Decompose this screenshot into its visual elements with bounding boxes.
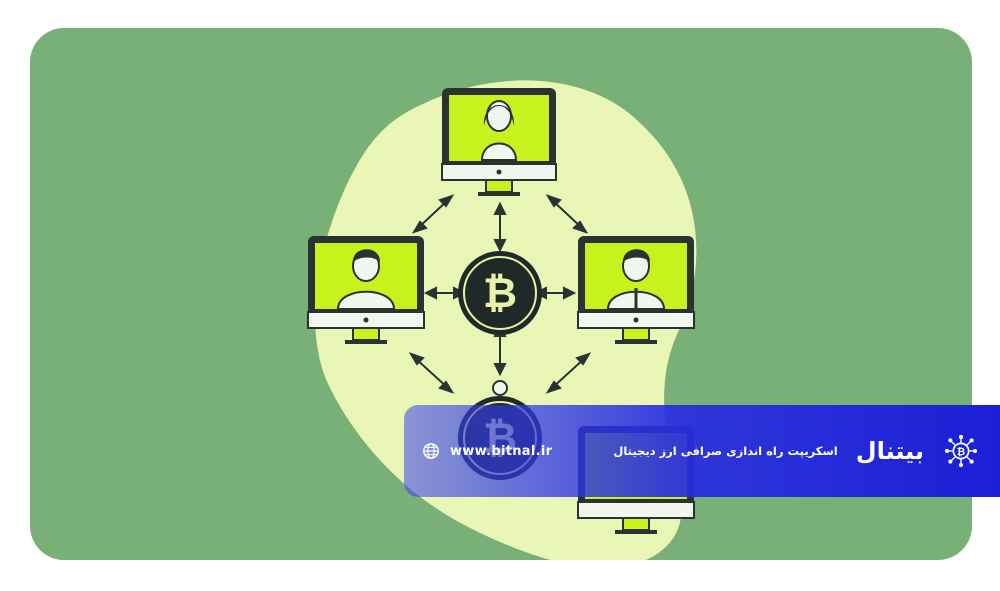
person-head-icon	[492, 380, 508, 396]
svg-text:₿: ₿	[483, 268, 517, 317]
banner-tagline: اسکریپت راه اندازی صرافی ارز دیجیتال	[613, 444, 838, 458]
bitcoin-logo-icon: ₿	[944, 434, 978, 468]
website-link[interactable]: www.bitnal.ir	[422, 442, 552, 460]
svg-text:₿: ₿	[957, 446, 965, 458]
bitcoin-coin-icon: ₿	[458, 251, 542, 335]
monitor-icon	[441, 88, 557, 196]
monitor-icon	[577, 236, 695, 344]
globe-icon	[423, 443, 439, 459]
brand-name: بیتنال	[855, 437, 924, 465]
promo-banner: www.bitnal.ir اسکریپت راه اندازی صرافی ا…	[404, 405, 1000, 497]
monitor-icon	[307, 236, 425, 344]
website-url: www.bitnal.ir	[450, 443, 553, 459]
